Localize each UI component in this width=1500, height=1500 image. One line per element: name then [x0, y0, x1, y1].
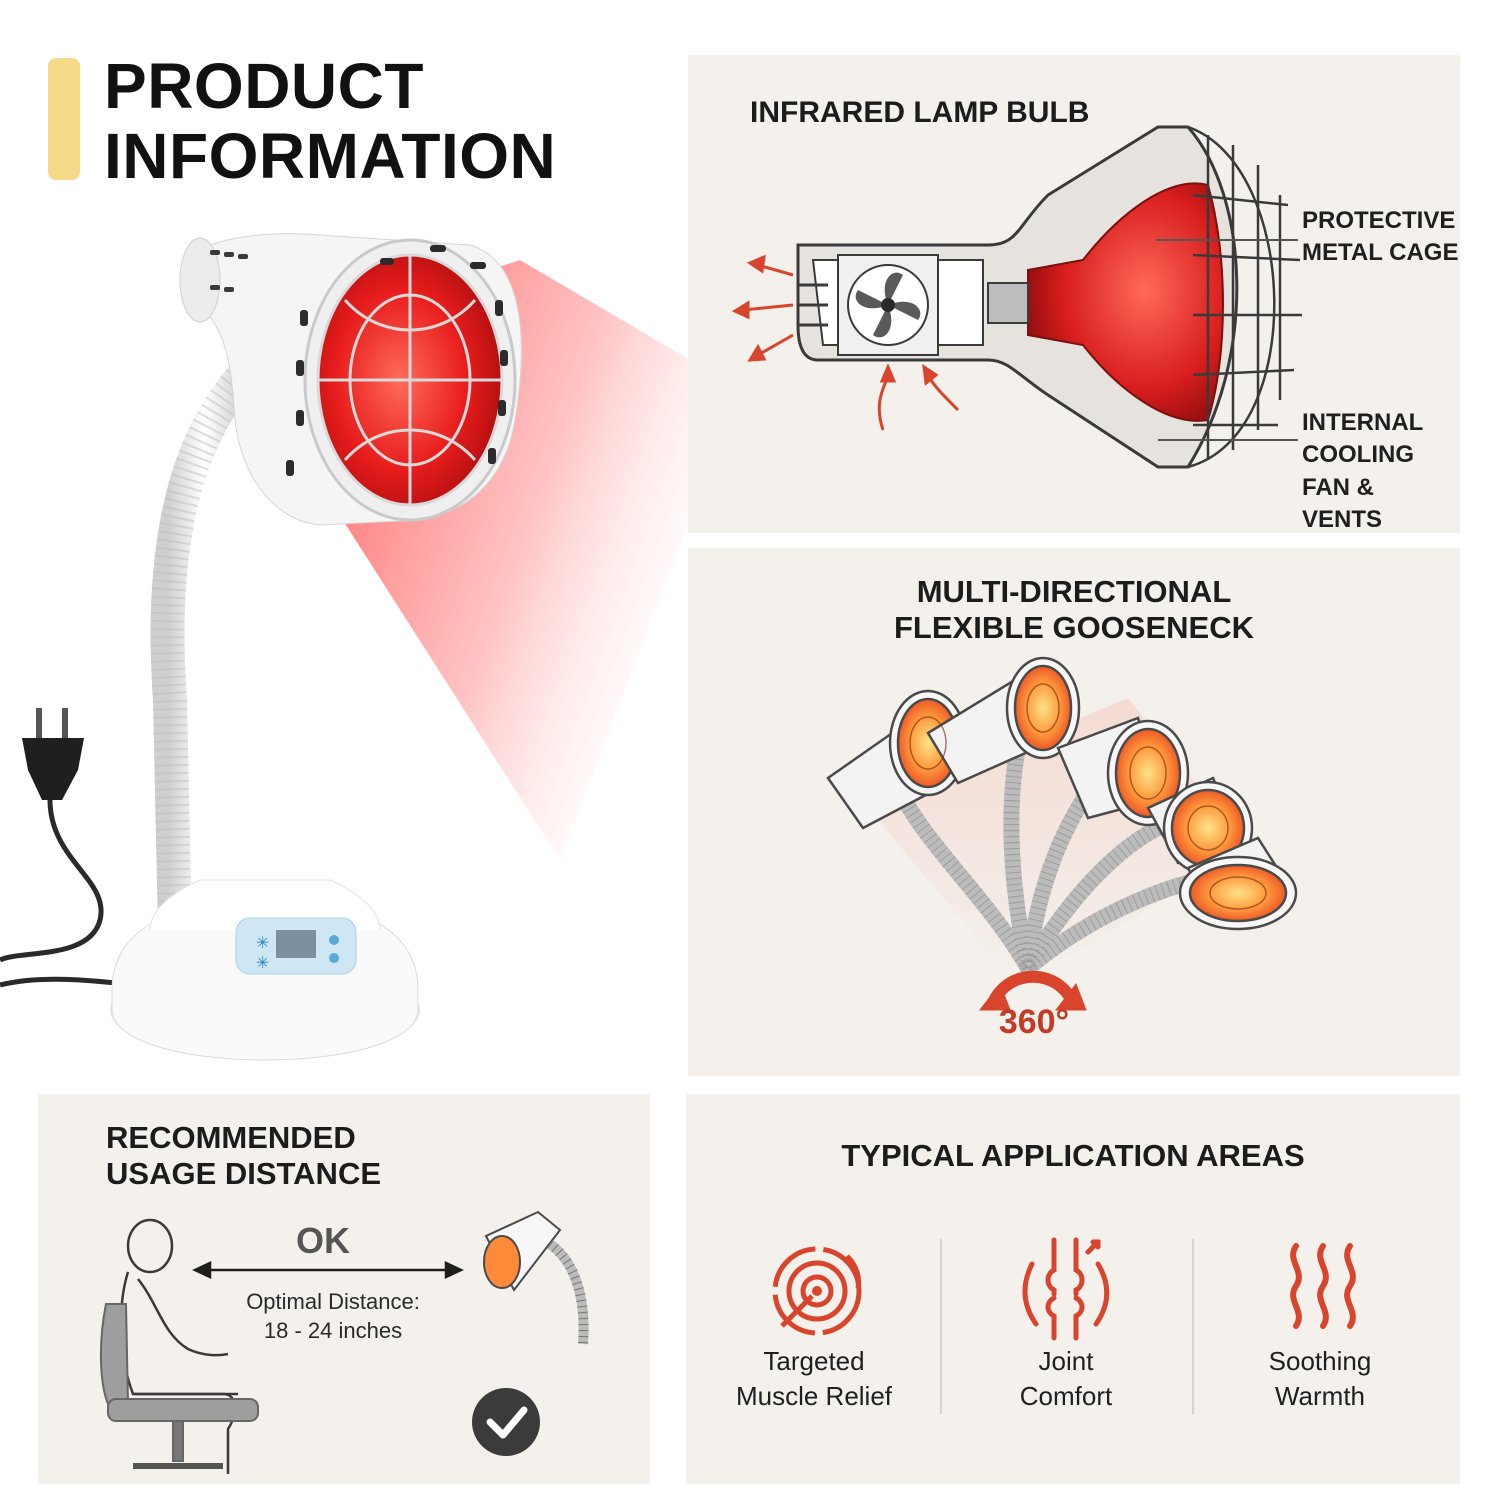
distance-label: Optimal Distance: 18 - 24 inches [218, 1288, 448, 1345]
joint-icon [1022, 1237, 1110, 1341]
area-label-warmth-line-2: Warmth [1274, 1381, 1366, 1412]
distance-label-line-2: 18 - 24 inches [263, 1317, 403, 1343]
area-label-muscle-line-2: Muscle Relief [735, 1381, 893, 1412]
cooling-fan-icon [837, 254, 939, 356]
callout-cooling-fan-line-3: FAN & VENTS [1302, 473, 1383, 534]
gooseneck-positions-illustration [826, 656, 1298, 1011]
rotation-arrow-icon [978, 970, 1087, 1011]
callout-cooling-fan-line-2: COOLING [1302, 441, 1414, 469]
lamp-head [179, 233, 522, 526]
power-cord [0, 799, 104, 963]
airflow-arrows-icon [731, 254, 960, 431]
gooseneck-panel-title: MULTI-DIRECTIONAL FLEXIBLE GOOSENECK [688, 574, 1460, 647]
distance-arrow [192, 1261, 464, 1279]
svg-text:✳: ✳ [256, 933, 269, 952]
metal-cage [1187, 125, 1302, 469]
bulb-diagram-panel: INFRARED LAMP BULB [688, 55, 1460, 533]
area-label-muscle: Targeted Muscle Relief [704, 1344, 924, 1414]
infrared-lamp-illustration: ✳ ✳ [0, 233, 690, 1061]
callout-cooling-fan: INTERNAL COOLING FAN & VENTS [1302, 407, 1460, 537]
application-areas-panel: TYPICAL APPLICATION AREAS [686, 1094, 1460, 1484]
divider [1192, 1239, 1194, 1414]
distance-label-line-1: Optimal Distance: [246, 1289, 420, 1314]
distance-title-line-1: RECOMMENDED [106, 1120, 356, 1155]
area-label-joint-line-1: Joint [1038, 1346, 1094, 1376]
usage-distance-panel: RECOMMENDED USAGE DISTANCE [38, 1094, 650, 1484]
gooseneck-title-line-2: FLEXIBLE GOOSENECK [894, 610, 1254, 646]
page-title: PRODUCT INFORMATION [104, 50, 557, 192]
areas-panel-title: TYPICAL APPLICATION AREAS [841, 1138, 1305, 1173]
area-label-warmth: Soothing Warmth [1210, 1344, 1430, 1414]
area-label-warmth-line-1: Soothing [1268, 1346, 1372, 1376]
rotation-label: 360° [998, 1003, 1070, 1041]
heat-waves-icon [1290, 1243, 1356, 1329]
checkmark-icon [472, 1388, 540, 1456]
gooseneck-panel: MULTI-DIRECTIONAL FLEXIBLE GOOSENECK [688, 548, 1460, 1076]
area-label-joint: Joint Comfort [956, 1344, 1176, 1414]
page-title-line-2: INFORMATION [104, 119, 557, 192]
small-lamp-icon [483, 1210, 589, 1345]
title-accent-bar [48, 58, 80, 180]
ok-label: OK [296, 1220, 350, 1261]
control-panel: ✳ ✳ [235, 917, 357, 975]
callout-metal-cage-line-2: METAL CAGE [1302, 239, 1459, 267]
bulb-cutaway-diagram [731, 125, 1302, 469]
divider [940, 1239, 942, 1414]
gooseneck-title-line-1: MULTI-DIRECTIONAL [916, 574, 1232, 609]
area-label-muscle-line-1: Targeted [763, 1346, 865, 1376]
bulb-panel-title: INFRARED LAMP BULB [750, 96, 1090, 129]
callout-metal-cage-line-1: PROTECTIVE [1302, 207, 1456, 234]
svg-text:✳: ✳ [256, 953, 269, 972]
distance-title-line-2: USAGE DISTANCE [106, 1156, 382, 1192]
power-plug-icon [22, 708, 84, 800]
distance-panel-title: RECOMMENDED USAGE DISTANCE [106, 1120, 381, 1193]
callout-cooling-fan-line-1: INTERNAL [1302, 409, 1424, 436]
area-label-joint-line-2: Comfort [1019, 1381, 1113, 1412]
seated-person-illustration [99, 1210, 589, 1474]
gooseneck-arm [150, 363, 257, 947]
callout-metal-cage: PROTECTIVE METAL CAGE [1302, 205, 1458, 270]
target-icon [772, 1246, 862, 1336]
page-title-line-1: PRODUCT [104, 50, 424, 122]
